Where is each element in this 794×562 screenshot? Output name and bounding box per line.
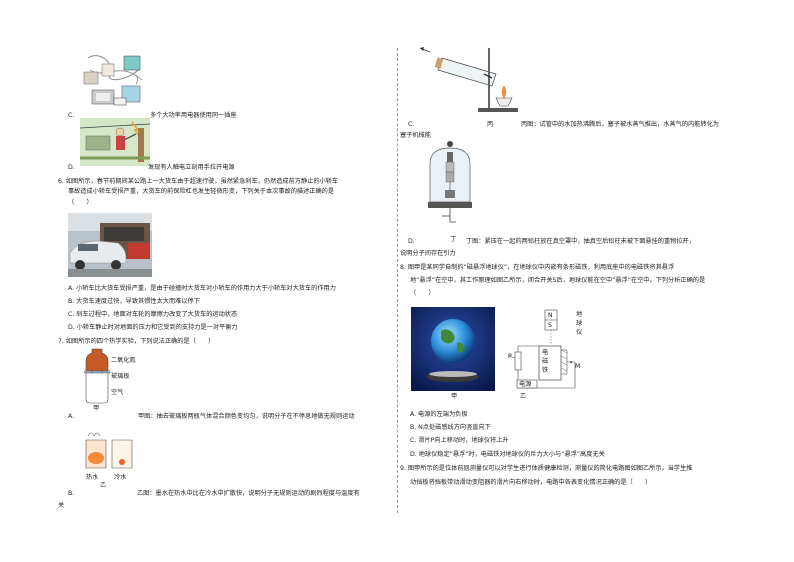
q8-stem-line2: 地“悬浮”在空中，其工作原理如图乙所示，闭合开关S后，地球仪能在空中“悬浮”在空…: [410, 277, 706, 284]
label-electromagnet-char2: 磁: [542, 358, 549, 365]
label-north-pole: N: [548, 312, 553, 319]
q7-option-d-continuation: 说明分子间存在引力: [400, 250, 456, 257]
gas-diffusion-figure: [84, 348, 111, 404]
vacuum-bell-jar-figure: [428, 141, 472, 223]
jia-label-glass-plate: 玻璃板: [111, 373, 130, 380]
q6-option-c: C. 刹车过程中，地面对车轮的摩擦力改变了大货车的运动状态: [68, 311, 238, 318]
label-globe-char2: 球: [576, 320, 583, 327]
appliance-socket-figure: [83, 55, 143, 106]
yi-label-cold-water: 冷水: [114, 474, 127, 481]
q8-stem-line1: 8. 图甲是某同学自制的“磁悬浮地球仪”，在地球仪中内嵌有条形磁铁，利用底座中的…: [400, 264, 675, 271]
label-south-pole: S: [548, 322, 552, 329]
ink-diffusion-figure: [85, 432, 133, 469]
label-electromagnet-char1: 电: [542, 349, 549, 356]
q8-option-a: A. 电源的左端为负极: [410, 411, 468, 418]
q5-option-c-letter: C.: [68, 112, 75, 119]
figure-yi-caption: 乙: [520, 393, 527, 400]
q7-option-a-text: 甲图：抽去玻璃板两瓶气体混合颜色变均匀，说明分子在不停息地做无规则运动: [138, 413, 355, 420]
jia-caption: 甲: [93, 405, 100, 412]
ding-caption: 丁: [450, 236, 457, 243]
q7-option-c-continuation: 塞子机械能: [400, 132, 431, 139]
q8-option-b: B. N点处磁感线方向竖直向下: [410, 424, 491, 431]
yi-label-hot-water: 热水: [86, 474, 99, 481]
q7-stem: 7. 如图所示的四个热学实验，下列说法正确的是（ ）: [58, 338, 215, 345]
q7-option-a-letter: A.: [68, 413, 75, 420]
q7-option-c-text: 丙图：试管中的水加热沸腾后，塞子被水蒸气推出，水蒸气的内能转化为: [521, 121, 719, 128]
q7-option-b-continuation: 关: [58, 502, 65, 509]
q5-option-c-text: 多个大功率用电器使用同一插座: [150, 112, 237, 119]
label-slider-p: P: [508, 353, 512, 360]
q7-option-b-letter: B.: [68, 490, 75, 497]
yi-caption: 乙: [100, 482, 107, 489]
label-electromagnet-char3: 铁: [542, 367, 549, 374]
q9-stem-line1: 9. 图甲所示的是位体前屈测量仪可以对学生进行体质健康检测，测量仪的简化电路图如…: [400, 465, 693, 472]
q6-stem-line2: 事故造成小轿车受损严重，大货车的前保险杠也发生轻微形变，下列关于本次事故的描述正…: [68, 188, 335, 195]
label-globe-char3: 仪: [576, 329, 583, 336]
q6-option-d: D. 小轿车静止时对地面的压力和它受到的支持力是一对平衡力: [68, 324, 238, 331]
label-globe-char1: 地: [576, 311, 583, 318]
q5-option-d-text: 发现有人触电立刻用手拉开电源: [148, 164, 235, 171]
label-power-source: 电源: [519, 381, 532, 388]
q8-answer-bracket: （ ）: [410, 290, 435, 297]
jia-label-air: 空气: [111, 389, 124, 396]
q5-option-d-letter: D.: [68, 164, 75, 171]
column-divider: [397, 48, 398, 513]
bing-caption: 丙: [487, 121, 494, 128]
q6-answer-bracket: （ ）: [68, 199, 93, 206]
q8-option-d: D. 地球仪稳定“悬浮”时，电磁铁对地球仪的斥力大小与“悬浮”高度无关: [410, 451, 605, 458]
q7-option-d-text: 丁图：紧压在一起的两铅柱放在真空罩中，抽真空后铅柱未被下面悬挂的重物拉开，: [466, 238, 695, 245]
q7-option-c-letter: C.: [408, 121, 415, 128]
q6-option-b: B. 大货车速度过快，导致其惯性太大而难以停下: [68, 298, 200, 305]
q7-option-b-text: 乙图：墨水在热水中比在冷水中扩散快，说明分子无规则运动的剧烈程度与温度有: [137, 490, 360, 497]
q9-stem-line2: 动挡板将挡板带动滑动变阻器的滑片向右移动时，电路中各表变化情况正确的是（ ）: [410, 479, 652, 486]
electric-shock-figure: [80, 118, 150, 166]
label-point-m: M: [575, 363, 581, 370]
steam-tube-figure: [419, 47, 518, 112]
levitating-globe-photo: [411, 307, 495, 391]
jia-label-no2: 二氧化氮: [111, 357, 136, 364]
q7-option-d-letter: D.: [408, 238, 415, 245]
truck-collision-photo: [68, 213, 152, 277]
q6-stem-line1: 6. 如图所示，春节前期间某公路上一大货车由于超速行驶，虽然紧急刹车，仍然造成前…: [58, 178, 339, 185]
figure-jia-caption: 甲: [451, 393, 458, 400]
electromagnet-circuit-diagram: [508, 309, 576, 389]
q8-option-c: C. 滑片P向上移动时，地球仪将上升: [410, 437, 509, 444]
q6-option-a: A. 小轿车比大货车受损严重，是由于碰撞时大货车对小轿车的作用力大于小轿车对大货…: [68, 285, 336, 292]
